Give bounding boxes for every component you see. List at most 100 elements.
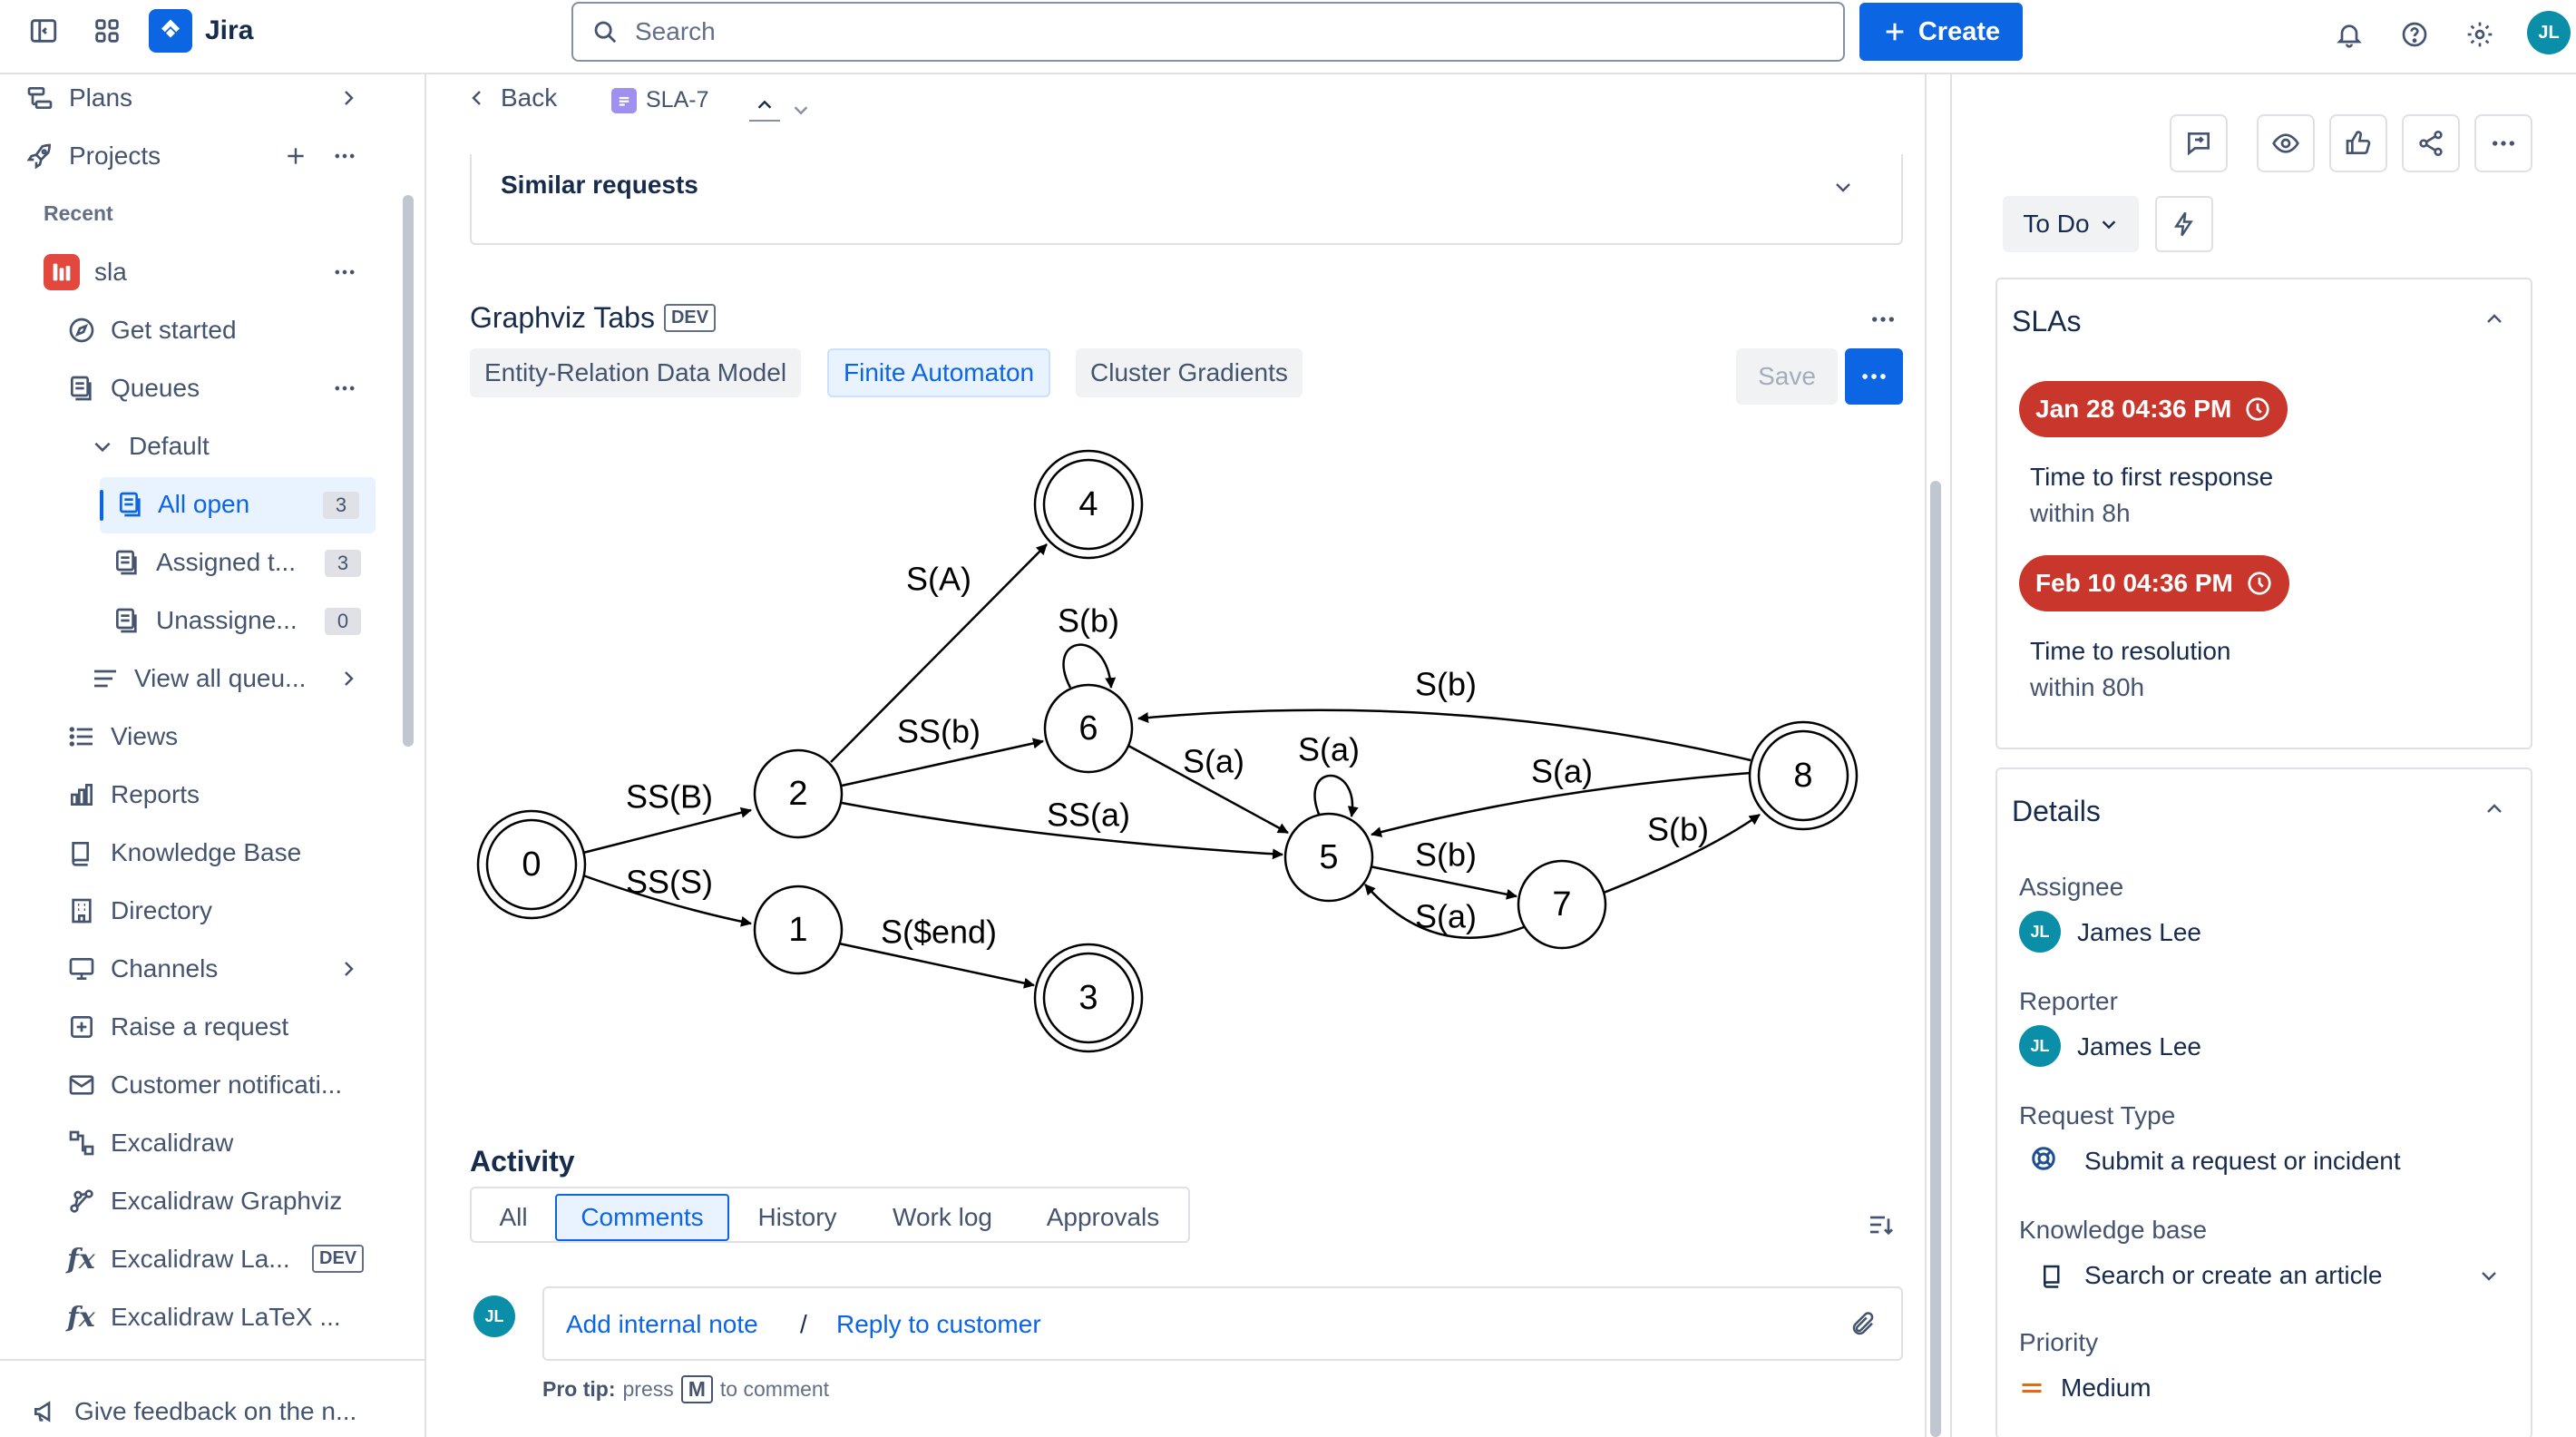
tab-entity-relation[interactable]: Entity-Relation Data Model <box>470 348 802 397</box>
knowledge-base-select[interactable]: Search or create an article <box>2019 1250 2509 1301</box>
reporter-value[interactable]: James Lee <box>2077 1032 2201 1061</box>
give-feedback-button[interactable]: Give feedback on the n... <box>31 1386 412 1437</box>
previous-issue-icon[interactable] <box>749 91 780 122</box>
activity-tab-group <box>470 1187 1190 1243</box>
chevron-right-icon[interactable] <box>332 662 365 695</box>
sidebar-item-customer-notifications[interactable]: Customer notificati... <box>67 1060 394 1110</box>
add-project-plus-icon[interactable] <box>279 140 312 172</box>
finite-automaton-graph: 0 1 2 3 4 5 6 7 8 SS(B) SS(S) S($end) S(… <box>476 449 1859 1053</box>
save-button[interactable]: Save <box>1736 348 1838 405</box>
sidebar-item-excalidraw-la[interactable]: fx Excalidraw La... <box>67 1234 339 1285</box>
priority-medium-icon <box>2019 1375 2044 1401</box>
attachment-icon[interactable] <box>1845 1306 1881 1343</box>
project-more-icon[interactable] <box>328 256 361 288</box>
search-input[interactable] <box>635 17 1723 46</box>
tab-approvals[interactable]: Approvals <box>1046 1203 1160 1231</box>
tab-all[interactable]: All <box>499 1203 528 1231</box>
chat-icon <box>2188 132 2210 156</box>
priority-field[interactable]: Medium <box>2019 1363 2291 1413</box>
sidebar-item-excalidraw-latex[interactable]: fx Excalidraw LaTeX ... <box>67 1292 394 1343</box>
create-button[interactable]: Create <box>1859 3 2023 61</box>
graphviz-more-icon[interactable] <box>1863 303 1903 336</box>
node-3 <box>1042 952 1135 1044</box>
watch-button[interactable] <box>2257 114 2315 172</box>
tab-history[interactable]: History <box>757 1203 837 1231</box>
edge-8-5 <box>1371 771 1751 837</box>
automation-button[interactable] <box>2155 196 2213 252</box>
notifications-bell-icon[interactable] <box>2326 11 2373 58</box>
help-icon[interactable] <box>2391 11 2438 58</box>
sidebar-item-all-open[interactable]: All open 3 <box>100 477 376 533</box>
tab-work-log[interactable]: Work log <box>893 1203 992 1231</box>
dev-badge: DEV <box>663 304 717 332</box>
count-badge: 0 <box>325 608 361 635</box>
sidebar-item-raise-request[interactable]: Raise a request <box>67 1002 394 1052</box>
chevron-up-icon[interactable] <box>2478 793 2511 826</box>
app-switcher-icon[interactable] <box>82 5 132 56</box>
projects-more-icon[interactable] <box>328 140 361 172</box>
edge-8-6 <box>1137 709 1751 762</box>
sidebar-item-view-all-queues[interactable]: View all queu... <box>91 653 363 704</box>
tab-finite-automaton[interactable]: Finite Automaton <box>827 348 1051 397</box>
megaphone-icon <box>31 1397 60 1426</box>
issue-key: SLA-7 <box>646 87 709 112</box>
create-label: Create <box>1917 16 2001 46</box>
share-button[interactable] <box>2402 114 2460 172</box>
settings-gear-icon[interactable] <box>2456 11 2503 58</box>
assignee-value[interactable]: James Lee <box>2077 918 2201 946</box>
sidebar-item-directory[interactable]: Directory <box>67 885 394 936</box>
sidebar-scrollbar[interactable] <box>403 195 414 747</box>
chevron-up-icon[interactable] <box>2478 303 2511 336</box>
chevron-down-icon <box>91 435 114 458</box>
sidebar-item-label: Plans <box>69 83 133 112</box>
sidebar-item-projects[interactable]: Projects <box>25 131 298 181</box>
search-box[interactable] <box>571 2 1845 62</box>
queues-more-icon[interactable] <box>328 372 361 405</box>
edge-label: S(b) <box>1415 836 1477 874</box>
chevron-down-icon[interactable] <box>1827 171 1859 203</box>
main-scrollbar[interactable] <box>1930 481 1941 1437</box>
sort-icon[interactable] <box>1863 1207 1899 1243</box>
sidebar-item-assigned[interactable]: Assigned t... <box>112 537 385 588</box>
issue-key-link[interactable]: SLA-7 <box>611 87 708 113</box>
edge-label: S($end) <box>881 914 997 951</box>
back-button[interactable]: Back <box>466 83 557 112</box>
sidebar-item-views[interactable]: Views <box>67 711 394 762</box>
sidebar-item-excalidraw[interactable]: Excalidraw <box>67 1118 394 1168</box>
jira-logo[interactable]: Jira <box>149 9 253 53</box>
right-panel-border <box>1950 74 1952 1437</box>
sidebar-item-project-sla[interactable]: sla <box>44 247 388 298</box>
sidebar-toggle-icon[interactable] <box>18 5 69 56</box>
next-issue-icon[interactable] <box>785 94 816 125</box>
request-type-value[interactable]: Submit a request or incident <box>2084 1147 2401 1175</box>
sidebar-item-excalidraw-graphviz[interactable]: Excalidraw Graphviz <box>67 1176 394 1227</box>
reply-to-customer-link[interactable]: Reply to customer <box>836 1310 1041 1338</box>
add-internal-note-link[interactable]: Add internal note <box>566 1310 758 1338</box>
app-name: Jira <box>205 15 254 45</box>
sidebar-item-knowledge-base[interactable]: Knowledge Base <box>67 827 394 878</box>
similar-requests-panel[interactable]: Similar requests <box>470 154 1903 245</box>
sidebar-item-unassigned[interactable]: Unassigne... <box>112 595 385 646</box>
sidebar-item-reports[interactable]: Reports <box>67 769 394 820</box>
sidebar-item-default[interactable]: Default <box>91 421 363 472</box>
status-dropdown[interactable]: To Do <box>2003 196 2139 252</box>
chevron-right-icon[interactable] <box>332 82 365 114</box>
sidebar-item-get-started[interactable]: Get started <box>67 305 394 356</box>
like-button[interactable] <box>2329 114 2387 172</box>
edge-label: SS(S) <box>626 864 713 901</box>
sidebar-item-plans[interactable]: Plans <box>25 73 370 123</box>
sidebar-item-channels[interactable]: Channels <box>67 943 339 994</box>
graphviz-actions-button[interactable] <box>1845 348 1903 405</box>
node-label: 0 <box>522 846 541 884</box>
chevron-right-icon[interactable] <box>332 953 365 985</box>
user-avatar[interactable]: JL <box>2527 11 2571 54</box>
views-list-icon <box>67 722 96 751</box>
tab-comments[interactable]: Comments <box>555 1194 729 1241</box>
sidebar-item-queues[interactable]: Queues <box>67 363 339 414</box>
feedback-button[interactable] <box>2170 114 2228 172</box>
sla-time: Jan 28 04:36 PM <box>2035 395 2232 423</box>
tab-cluster-gradients[interactable]: Cluster Gradients <box>1076 348 1303 397</box>
comment-box[interactable]: Add internal note / Reply to customer <box>542 1286 1903 1361</box>
more-actions-button[interactable] <box>2474 114 2532 172</box>
sidebar-item-label: Excalidraw <box>111 1129 234 1157</box>
